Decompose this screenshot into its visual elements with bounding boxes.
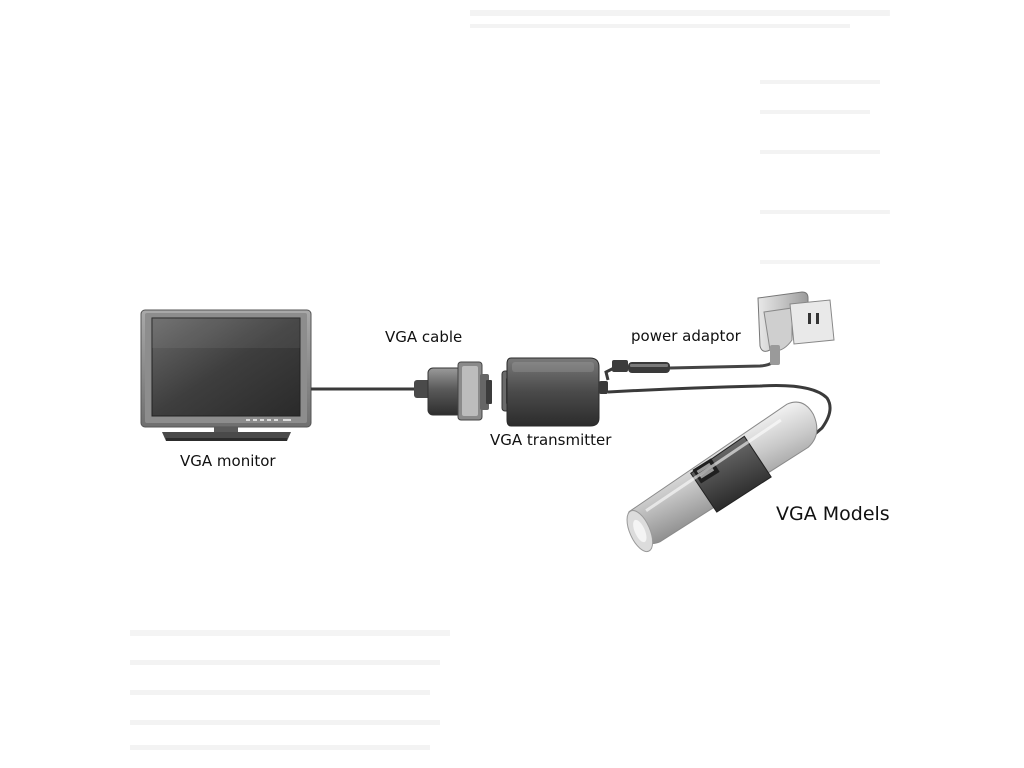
monitor-icon — [140, 309, 312, 441]
vga-connector-icon — [414, 361, 492, 421]
microscope-cable — [607, 384, 832, 442]
power-adaptor-icon — [757, 291, 835, 365]
vga-cable-label: VGA cable — [385, 328, 462, 346]
power-adaptor-label: power adaptor — [631, 327, 742, 345]
background-texture — [130, 10, 890, 750]
vga-models-label: VGA Models — [776, 503, 890, 525]
vga-transmitter-icon — [501, 357, 608, 427]
vga-monitor-label: VGA monitor — [180, 452, 276, 470]
usb-microscope-icon — [626, 401, 818, 553]
dc-plug-icon — [612, 360, 670, 373]
vga-transmitter-label: VGA transmitter — [490, 431, 612, 449]
